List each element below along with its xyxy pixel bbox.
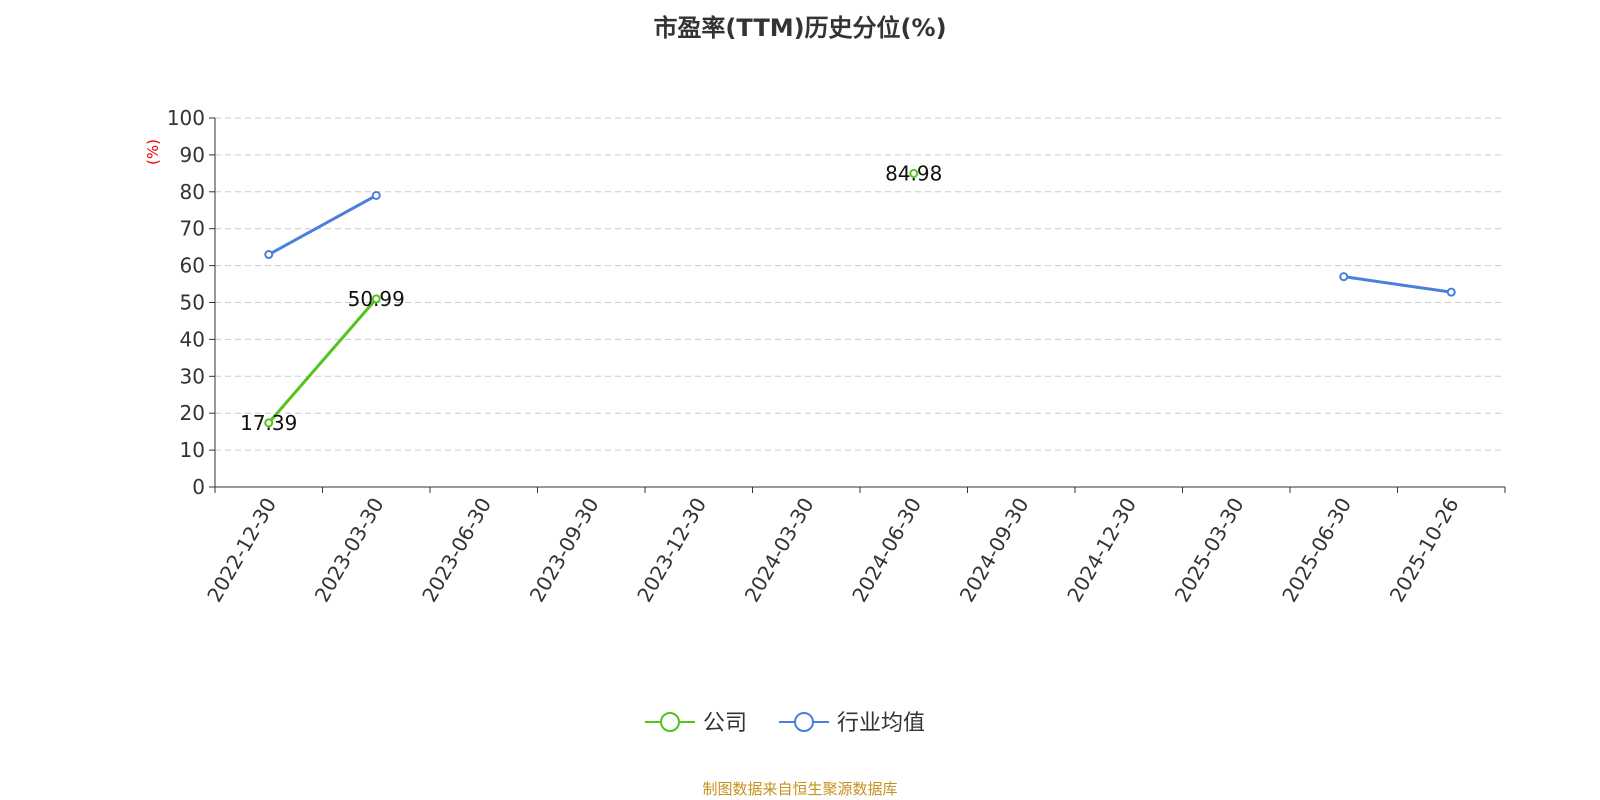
data-label: 17.39	[240, 411, 297, 435]
data-point	[264, 250, 274, 260]
data-point	[371, 294, 381, 304]
data-point	[1446, 287, 1456, 297]
series-line-1	[268, 194, 377, 256]
x-tick-label: 2025-10-26	[1385, 494, 1464, 607]
y-tick-label: 0	[192, 475, 205, 499]
data-point	[264, 418, 274, 428]
data-label: 50.99	[348, 287, 405, 311]
y-tick-label: 70	[180, 217, 205, 241]
x-tick-label: 2023-09-30	[525, 494, 604, 607]
y-tick-label: 40	[180, 327, 205, 351]
y-tick-label: 10	[180, 438, 205, 462]
x-tick-label: 2024-09-30	[955, 494, 1034, 607]
x-tick-label: 2023-06-30	[417, 494, 496, 607]
data-point	[371, 190, 381, 200]
y-tick-label: 20	[180, 401, 205, 425]
y-tick-label: 50	[180, 291, 205, 315]
x-tick-label: 2024-12-30	[1062, 494, 1141, 607]
legend-label: 行业均值	[837, 711, 925, 736]
series-line-1	[1343, 275, 1452, 294]
y-tick-label: 60	[180, 254, 205, 278]
x-tick-label: 2025-06-30	[1277, 494, 1356, 607]
y-axis-label: (%)	[144, 139, 162, 165]
x-tick-label: 2023-12-30	[632, 494, 711, 607]
source-note: 制图数据来自恒生聚源数据库	[702, 780, 898, 798]
y-tick-label: 80	[180, 180, 205, 204]
y-tick-label: 90	[180, 143, 205, 167]
y-tick-label: 100	[167, 106, 205, 130]
series-line-0	[267, 297, 378, 424]
legend-marker	[794, 712, 814, 732]
x-tick-label: 2025-03-30	[1170, 494, 1249, 607]
x-tick-label: 2023-03-30	[310, 494, 389, 607]
x-tick-label: 2024-06-30	[847, 494, 926, 607]
legend-label: 公司	[703, 711, 747, 736]
data-point	[909, 168, 919, 178]
x-tick-label: 2024-03-30	[740, 494, 819, 607]
legend-marker	[660, 712, 680, 732]
x-tick-label: 2022-12-30	[202, 494, 281, 607]
chart-title: 市盈率(TTM)历史分位(%)	[653, 14, 947, 42]
y-tick-label: 30	[180, 364, 205, 388]
data-point	[1339, 272, 1349, 282]
data-label: 84.98	[885, 161, 942, 185]
